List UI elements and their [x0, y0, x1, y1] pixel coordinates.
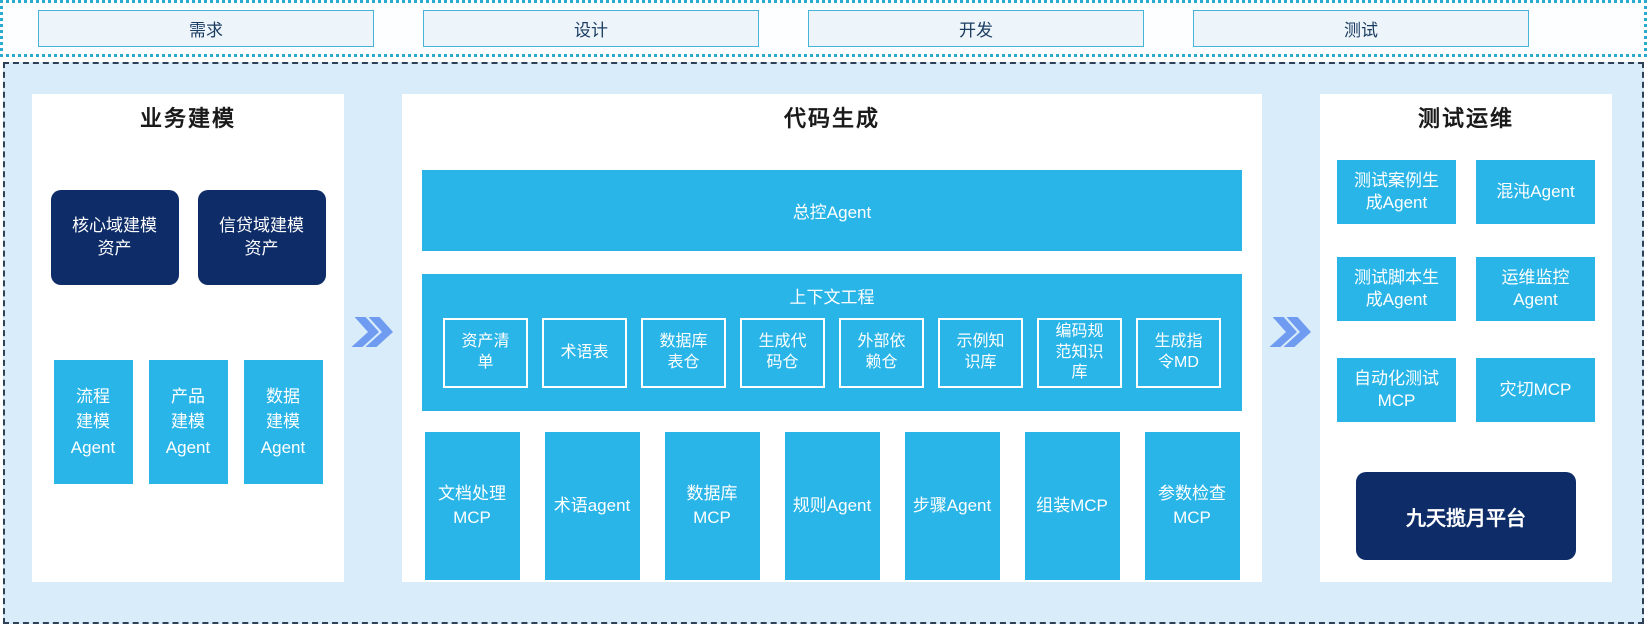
- panel-code-generation: 代码生成 总控Agent 上下文工程 资产清 单 术语表 数据库 表仓 生成代 …: [402, 94, 1262, 582]
- phase-label: 开发: [959, 21, 993, 40]
- phase-box-testing: 测试: [1193, 10, 1529, 47]
- box-coding-standard-knowledge-base: 编码规 范知识 库: [1037, 318, 1122, 388]
- context-item-row: 资产清 单 术语表 数据库 表仓 生成代 码仓 外部依 赖仓 示例知 识库 编码…: [443, 318, 1221, 388]
- test-ops-row: 测试案例生 成Agent 混沌Agent: [1337, 160, 1595, 224]
- box-credit-domain-assets: 信贷域建模 资产: [197, 190, 326, 285]
- phase-box-requirements: 需求: [38, 10, 374, 47]
- box-external-dependency-repo: 外部依 赖仓: [839, 318, 924, 388]
- box-ops-monitoring-agent: 运维监控 Agent: [1476, 257, 1595, 321]
- phase-label: 需求: [189, 21, 223, 40]
- phase-strip: 需求 设计 开发 测试: [0, 0, 1647, 57]
- context-engineering-title: 上下文工程: [789, 288, 875, 307]
- panel-title-test-ops: 测试运维: [1417, 106, 1514, 131]
- box-disaster-switch-mcp: 灾切MCP: [1476, 358, 1595, 422]
- pipeline-container: 业务建模 核心域建模 资产 信贷域建模 资产 流程 建模 Agent 产品 建模…: [3, 62, 1644, 624]
- box-test-case-generation-agent: 测试案例生 成Agent: [1337, 160, 1456, 224]
- box-db-table-repo: 数据库 表仓: [641, 318, 726, 388]
- box-product-modeling-agent: 产品 建模 Agent: [148, 360, 228, 484]
- box-database-mcp: 数据库 MCP: [664, 432, 760, 580]
- panel-business-modeling: 业务建模 核心域建模 资产 信贷域建模 资产 流程 建模 Agent 产品 建模…: [32, 94, 344, 582]
- asset-box-row: 核心域建模 资产 信贷域建模 资产: [50, 190, 326, 285]
- modeling-agent-row: 流程 建模 Agent 产品 建模 Agent 数据 建模 Agent: [53, 360, 323, 484]
- phase-label: 测试: [1344, 21, 1378, 40]
- phase-box-development: 开发: [808, 10, 1144, 47]
- box-glossary: 术语表: [542, 318, 627, 388]
- flow-gap-1: [344, 64, 402, 347]
- box-master-control-agent: 总控Agent: [422, 170, 1242, 251]
- box-steps-agent: 步骤Agent: [904, 432, 1000, 580]
- box-test-script-generation-agent: 测试脚本生 成Agent: [1337, 257, 1456, 321]
- box-parameter-check-mcp: 参数检查 MCP: [1144, 432, 1240, 580]
- panel-title-business-modeling: 业务建模: [139, 106, 236, 131]
- box-generation-instruction-md: 生成指 令MD: [1136, 318, 1221, 388]
- box-automated-testing-mcp: 自动化测试 MCP: [1337, 358, 1456, 422]
- test-ops-row: 自动化测试 MCP 灾切MCP: [1337, 358, 1595, 422]
- phase-label: 设计: [574, 21, 608, 40]
- panel-title-code-generation: 代码生成: [783, 106, 880, 131]
- box-asset-list: 资产清 单: [443, 318, 528, 388]
- test-ops-row: 测试脚本生 成Agent 运维监控 Agent: [1337, 257, 1595, 321]
- box-example-knowledge-base: 示例知 识库: [938, 318, 1023, 388]
- box-assembly-mcp: 组装MCP: [1024, 432, 1120, 580]
- box-chaos-agent: 混沌Agent: [1476, 160, 1595, 224]
- box-core-domain-assets: 核心域建模 资产: [50, 190, 179, 285]
- double-chevron-icon: [1269, 317, 1311, 347]
- box-doc-processing-mcp: 文档处理 MCP: [424, 432, 520, 580]
- box-process-modeling-agent: 流程 建模 Agent: [53, 360, 133, 484]
- box-rules-agent: 规则Agent: [784, 432, 880, 580]
- box-data-modeling-agent: 数据 建模 Agent: [243, 360, 323, 484]
- box-jiutian-lanyue-platform: 九天揽月平台: [1356, 472, 1576, 560]
- double-chevron-icon: [351, 317, 393, 347]
- phase-box-design: 设计: [423, 10, 759, 47]
- tool-box-row: 文档处理 MCP 术语agent 数据库 MCP 规则Agent 步骤Agent…: [424, 432, 1240, 580]
- box-terminology-agent: 术语agent: [544, 432, 640, 580]
- context-engineering-group: 上下文工程 资产清 单 术语表 数据库 表仓 生成代 码仓 外部依 赖仓 示例知…: [422, 274, 1242, 411]
- panel-test-ops: 测试运维 测试案例生 成Agent 混沌Agent 测试脚本生 成Agent 运…: [1320, 94, 1612, 582]
- box-generated-code-repo: 生成代 码仓: [740, 318, 825, 388]
- flow-gap-2: [1262, 64, 1320, 347]
